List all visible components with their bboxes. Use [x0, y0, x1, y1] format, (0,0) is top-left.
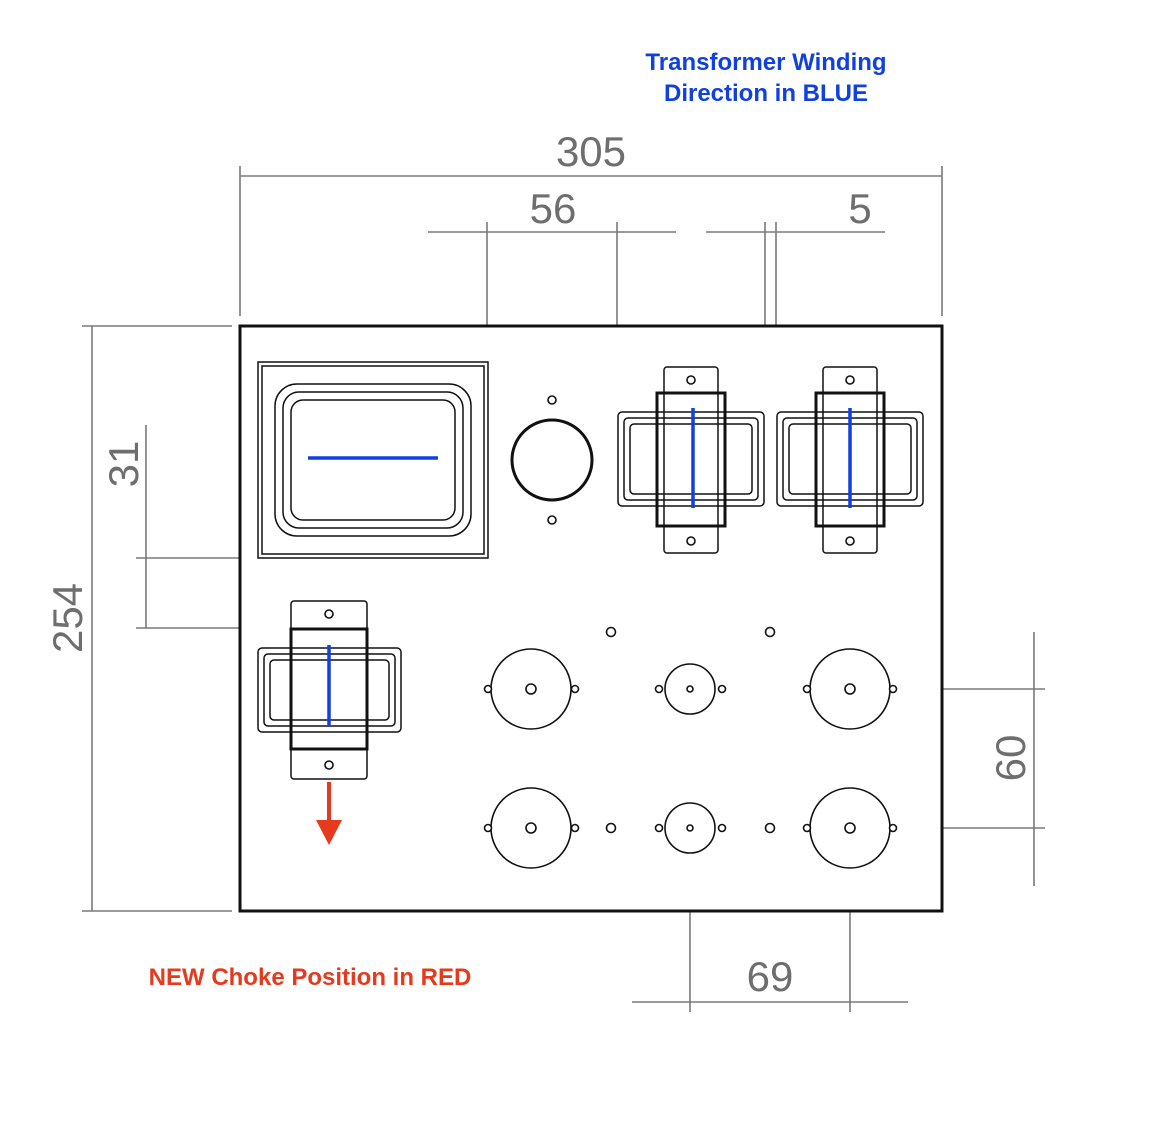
dimension-offset-c-label: 31 — [100, 441, 147, 488]
mounting-hole — [605, 626, 617, 638]
choke-note: NEW Choke Position in RED — [149, 964, 472, 991]
tube-socket-top-right — [802, 648, 898, 730]
tube-socket-bottom-center — [654, 802, 727, 854]
dimension-height-total: 254 — [44, 325, 232, 912]
dimension-offset-a-label: 56 — [530, 185, 577, 232]
choke — [257, 600, 402, 845]
dimension-offset-c: 31 — [100, 425, 284, 629]
dimension-offset-b-label: 5 — [848, 185, 871, 232]
dimension-offset-a: 56 — [428, 185, 676, 412]
socket-cutout — [510, 395, 594, 525]
tube-socket-bottom-right — [802, 787, 898, 869]
choke-direction-arrow — [316, 782, 342, 845]
winding-note-line1: Transformer Winding — [645, 49, 886, 76]
dimension-spacing-vertical-label: 60 — [987, 735, 1034, 782]
dimension-spacing-horizontal-label: 69 — [747, 953, 794, 1000]
mounting-hole — [764, 822, 776, 834]
dimension-spacing-horizontal: 69 — [632, 828, 908, 1012]
power-transformer — [257, 361, 489, 559]
tube-socket-top-center — [654, 663, 727, 715]
mounting-hole — [764, 626, 776, 638]
mounting-hole — [605, 822, 617, 834]
output-transformer-right — [776, 366, 924, 554]
dimension-width-total: 305 — [239, 128, 943, 316]
dimension-spacing-vertical: 60 — [850, 632, 1045, 886]
dimension-width-total-label: 305 — [556, 128, 626, 175]
tube-socket-top-left — [483, 648, 580, 730]
dimension-height-total-label: 254 — [44, 583, 91, 653]
winding-note-line2: Direction in BLUE — [664, 80, 868, 107]
output-transformer-left — [617, 366, 765, 554]
tube-socket-bottom-left — [483, 787, 580, 869]
